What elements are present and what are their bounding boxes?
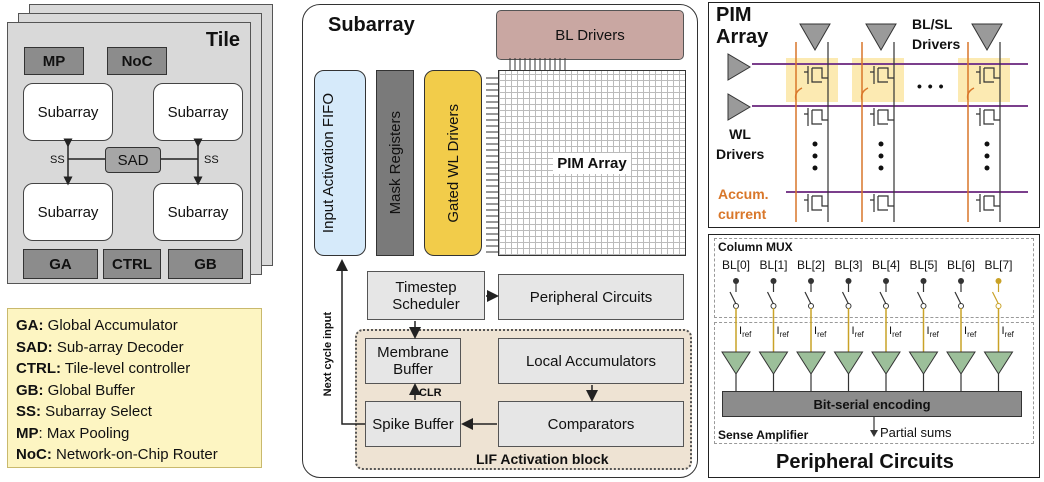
bitline-label: BL[3]	[834, 258, 863, 272]
bitline-label: BL[0]	[721, 258, 751, 272]
mp-block: MP	[24, 47, 84, 75]
mux-switch-node	[995, 303, 1002, 309]
tile-subarray-4: Subarray	[153, 183, 243, 241]
bl-drivers-block: BL Drivers	[496, 10, 684, 60]
mux-switch-node	[733, 303, 739, 309]
iref-label: Iref	[964, 325, 977, 340]
tile-subarray-3: Subarray	[23, 183, 113, 241]
legend-item: MP: Max Pooling	[16, 424, 130, 442]
gb-block: GB	[168, 249, 243, 279]
mux-switch	[804, 291, 812, 305]
subarray-title: Subarray	[328, 14, 415, 36]
noc-block: NoC	[107, 47, 167, 75]
mask-registers-block: Mask Registers	[376, 70, 414, 256]
pim-array-circuit	[727, 23, 1028, 222]
partial-sums-label: Partial sums	[880, 425, 952, 440]
legend-item: SS: Subarray Select	[16, 403, 152, 420]
peripheral-circuits-block: Peripheral Circuits	[498, 274, 684, 320]
bitline-label: BL[5]	[909, 258, 938, 272]
iref-label: Iref	[851, 325, 864, 340]
bitline-label: BL[7]	[984, 258, 1013, 272]
mux-switch-node	[808, 303, 814, 309]
iref-label: Iref	[814, 325, 827, 340]
sad-block: SAD	[105, 147, 161, 173]
tile: Tile MP NoC Subarray Subarray Subarray S…	[7, 22, 251, 284]
clr-label: CLR	[419, 387, 442, 399]
subarray-arrows	[336, 259, 598, 430]
bl-sl-drivers-label: BL/SL Drivers	[912, 16, 961, 52]
tile-title: Tile	[205, 29, 240, 51]
ctrl-block: CTRL	[103, 249, 161, 279]
mux-switch-node	[958, 303, 964, 309]
mux-switch	[916, 291, 925, 305]
mux-switch-node	[883, 303, 889, 309]
bitline-label: BL[6]	[946, 258, 976, 272]
input-fifo-block: Input Activation FIFO	[314, 70, 366, 256]
column-mux-label: Column MUX	[718, 240, 793, 254]
sense-amplifier	[833, 351, 864, 375]
mux-switch-node	[770, 303, 777, 309]
mux-switch	[841, 291, 850, 305]
comparators-block: Comparators	[498, 401, 684, 447]
abbreviation-legend: GA: Global Accumulator SAD: Sub-array De…	[7, 308, 262, 468]
tile-subarray-2: Subarray	[153, 83, 243, 141]
sense-amplifier	[758, 351, 789, 375]
column-ellipsis: • • •	[917, 78, 945, 94]
iref-label: Iref	[739, 325, 752, 340]
gated-wl-drivers-block: Gated WL Drivers	[424, 70, 482, 256]
sense-amp-region	[714, 322, 1034, 444]
legend-item: GA: Global Accumulator	[16, 317, 178, 334]
sense-amplifier	[721, 351, 751, 375]
mux-switch-node	[920, 303, 927, 309]
legend-item: CTRL: Tile-level controller	[16, 360, 191, 377]
partial-sums-arrowhead	[870, 430, 878, 437]
iref-label: Iref	[776, 325, 789, 340]
mux-switch	[879, 291, 887, 305]
spike-buffer-block: Spike Buffer	[365, 401, 461, 447]
iref-label: Iref	[1001, 325, 1014, 340]
legend-item: NoC: Network-on-Chip Router	[16, 446, 218, 463]
sense-amplifier	[983, 351, 1014, 375]
peripheral-circuit	[721, 278, 1014, 437]
iref-label: Iref	[926, 325, 939, 340]
bitline-label: BL[4]	[871, 258, 901, 272]
sense-amplifier	[946, 351, 976, 375]
pim-array-label: PIM Array	[553, 152, 631, 174]
ga-block: GA	[23, 249, 98, 279]
peripheral-title: Peripheral Circuits	[776, 451, 954, 473]
sense-amp-label: Sense Amplifier	[718, 428, 809, 442]
bitline-label: BL[2]	[796, 258, 826, 272]
pim-array-grid: PIM Array	[498, 70, 686, 256]
local-accumulators-block: Local Accumulators	[498, 338, 684, 384]
accum-current-label: Accum. current	[718, 186, 769, 222]
bitline-label: BL[1]	[759, 258, 788, 272]
bl-driver-lines	[509, 58, 566, 70]
mux-switch	[954, 291, 962, 305]
iref-label: Iref	[889, 325, 902, 340]
wl-driver-lines	[486, 77, 498, 253]
lif-label: LIF Activation block	[476, 451, 609, 467]
mux-switch	[766, 291, 775, 305]
tile-connections	[63, 138, 203, 186]
mux-switch	[729, 291, 737, 305]
mux-switch-node	[845, 303, 852, 309]
sense-amplifier	[908, 351, 939, 375]
bit-serial-encoding-block: Bit-serial encoding	[722, 391, 1022, 417]
ss-left-label: SS	[50, 154, 65, 166]
timestep-scheduler-block: Timestep Scheduler	[367, 271, 485, 320]
wl-drivers-label: WL Drivers	[716, 126, 765, 162]
membrane-buffer-block: Membrane Buffer	[365, 338, 461, 384]
legend-item: GB: Global Buffer	[16, 381, 135, 399]
column-mux-region	[714, 238, 1034, 318]
legend-item: SAD: Sub-array Decoder	[16, 338, 184, 356]
mux-switch	[991, 291, 1000, 305]
pim-title: PIM Array	[716, 4, 769, 48]
ss-right-label: SS	[204, 154, 219, 166]
sense-amplifier	[796, 351, 826, 375]
sense-amplifier	[871, 351, 901, 375]
